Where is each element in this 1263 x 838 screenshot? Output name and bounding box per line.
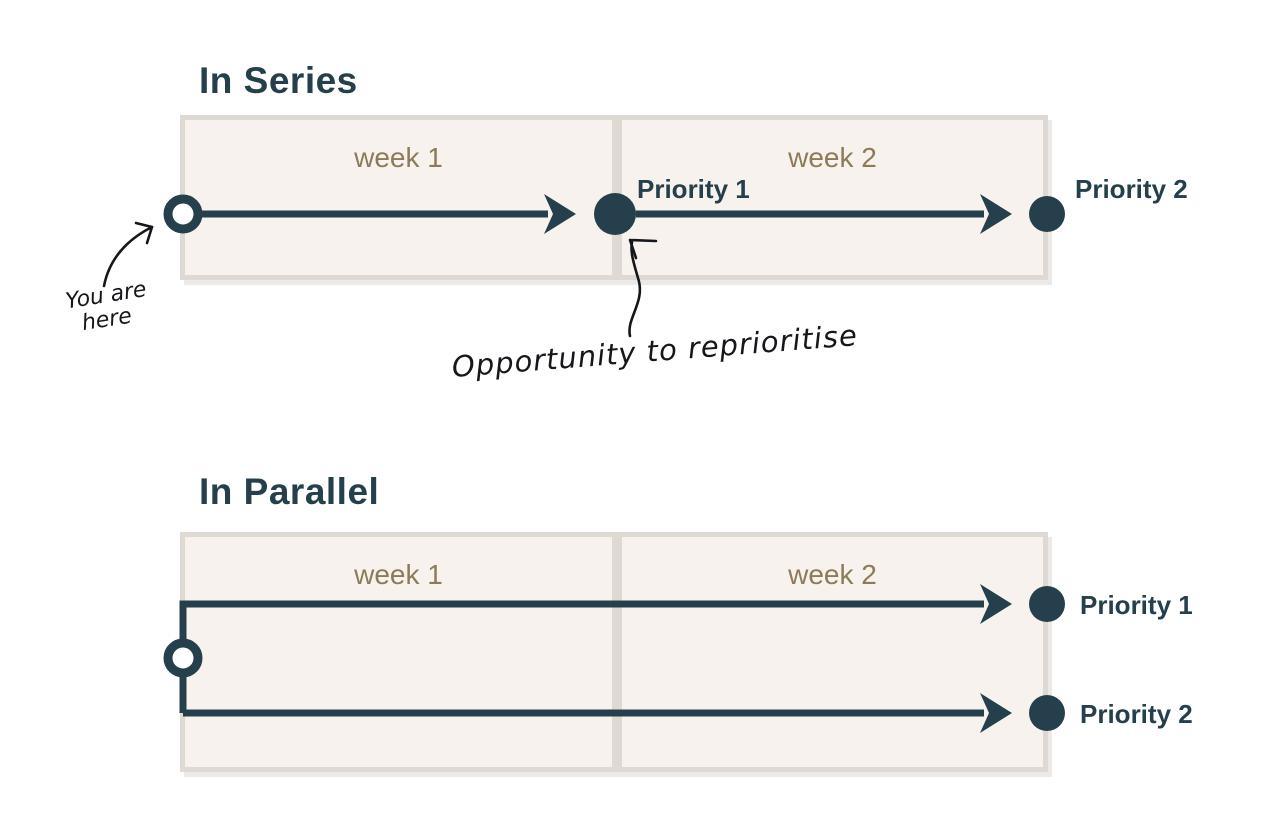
series-week1-box: week 1 [180, 115, 617, 280]
parallel-priority2-label: Priority 2 [1080, 699, 1193, 729]
series-priority2-label: Priority 2 [1075, 174, 1188, 204]
you-are-here-annotation: You are here [45, 275, 171, 341]
parallel-section-title: In Parallel [199, 471, 380, 512]
series-priority1-label: Priority 1 [637, 174, 750, 204]
parallel-week2-label: week 2 [788, 559, 877, 590]
series-section-title: In Series [199, 60, 358, 101]
parallel-priority1-label: Priority 1 [1080, 590, 1193, 620]
parallel-week2-box: week 2 [617, 532, 1048, 772]
you-are-here-arrow-icon [102, 221, 154, 288]
series-week2-label: week 2 [788, 142, 877, 173]
parallel-week1-box: week 1 [180, 532, 617, 772]
series-week2-box: week 2 [617, 115, 1048, 280]
series-week1-label: week 1 [354, 142, 443, 173]
reprioritise-annotation: Opportunity to reprioritise [450, 318, 859, 384]
parallel-week1-label: week 1 [354, 559, 443, 590]
